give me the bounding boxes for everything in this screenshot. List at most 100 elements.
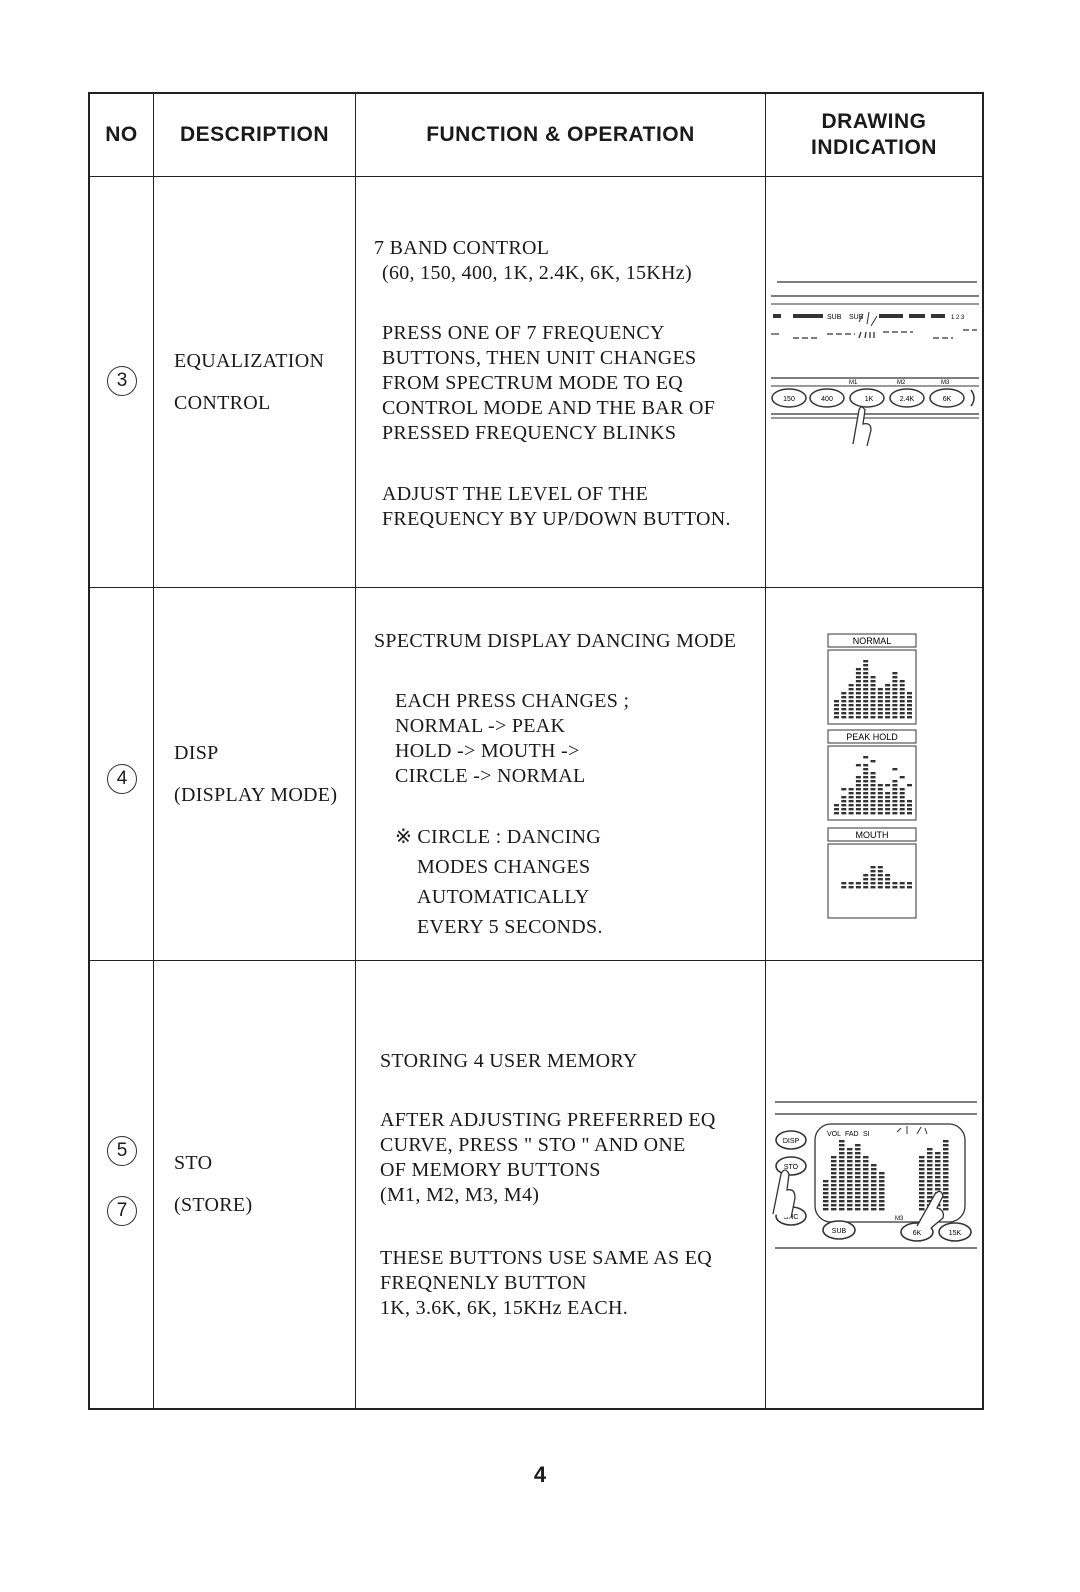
spectrum-segment xyxy=(943,1196,949,1199)
spectrum-segment xyxy=(892,680,898,683)
button-label: DISP xyxy=(783,1138,800,1145)
eq-button-edge xyxy=(970,389,975,407)
spectrum-segment xyxy=(879,1200,885,1203)
spectrum-segment xyxy=(841,882,847,885)
spectrum-segment xyxy=(848,796,854,799)
spectrum-segment xyxy=(841,796,847,799)
function-line: NORMAL -> PEAK xyxy=(395,715,566,737)
description-line: STO xyxy=(174,1152,213,1174)
15k-button xyxy=(938,1222,972,1242)
spectrum-segment xyxy=(823,1188,829,1191)
row-number: 5 7 xyxy=(90,1136,154,1226)
display-segment xyxy=(909,314,925,318)
spectrum-segment xyxy=(935,1172,941,1175)
spectrum-segment xyxy=(899,800,905,803)
button-label: STO xyxy=(784,1164,799,1171)
spectrum-segment xyxy=(848,688,854,691)
spectrum-segment xyxy=(907,886,912,889)
spectrum-segment xyxy=(848,804,854,807)
6k-button xyxy=(900,1222,934,1242)
spectrum-segment xyxy=(885,704,891,707)
spectrum-segment xyxy=(877,696,883,699)
spectrum-segment xyxy=(919,1164,925,1167)
spectrum-segment xyxy=(877,700,883,703)
peak-segment xyxy=(892,768,898,771)
spectrum-segment xyxy=(892,812,898,815)
spectrum-segment xyxy=(841,704,847,707)
spectrum-segment xyxy=(871,1184,877,1187)
spectrum-segment xyxy=(877,688,883,691)
spectrum-segment xyxy=(907,708,912,711)
spectrum-segment xyxy=(863,668,869,671)
spectrum-segment xyxy=(927,1156,933,1159)
spectrum-segment xyxy=(885,696,891,699)
function-line: FREQUENCY BY UP/DOWN BUTTON. xyxy=(382,508,731,530)
function-line: CONTROL MODE AND THE BAR OF xyxy=(382,397,716,419)
spectrum-segment xyxy=(919,1168,925,1171)
spectrum-segment xyxy=(841,692,847,695)
button-label: 6K xyxy=(913,1230,922,1237)
spectrum-segment xyxy=(885,796,891,799)
spectrum-segment xyxy=(839,1196,845,1199)
spectrum-segment xyxy=(847,1184,853,1187)
spectrum-segment xyxy=(879,1192,885,1195)
spectrum-segment xyxy=(855,700,861,703)
spectrum-segment xyxy=(907,800,912,803)
peak-segment xyxy=(899,776,905,779)
function-line: EACH PRESS CHANGES ; xyxy=(395,690,630,712)
spectrum-segment xyxy=(855,1176,861,1179)
spectrum-segment xyxy=(935,1188,941,1191)
spectrum-segment xyxy=(943,1208,949,1211)
spectrum-segment xyxy=(848,684,854,687)
spectrum-segment xyxy=(899,796,905,799)
spectrum-segment xyxy=(847,1160,853,1163)
spectrum-segment xyxy=(863,1176,869,1179)
spectrum-segment xyxy=(892,784,898,787)
spectrum-segment xyxy=(847,1200,853,1203)
spectrum-segment xyxy=(899,812,905,815)
spectrum-segment xyxy=(831,1164,837,1167)
spectrum-segment xyxy=(863,1204,869,1207)
peak-segment xyxy=(885,784,891,787)
spectrum-segment xyxy=(943,1148,949,1151)
spectrum-segment xyxy=(831,1196,837,1199)
spectrum-segment xyxy=(839,1152,845,1155)
mode-label-box xyxy=(827,633,917,648)
spectrum-segment xyxy=(871,1172,877,1175)
spectrum-segment xyxy=(839,1184,845,1187)
spectrum-segment xyxy=(847,1176,853,1179)
hand-pointer-icon xyxy=(916,1190,945,1229)
spectrum-segment xyxy=(899,692,905,695)
display-segment xyxy=(773,314,781,318)
spectrum-segment xyxy=(855,1188,861,1191)
spectrum-segment xyxy=(927,1188,933,1191)
spectrum-segment xyxy=(879,1180,885,1183)
spectrum-segment xyxy=(919,1176,925,1179)
description-line: CONTROL xyxy=(174,392,271,414)
spectrum-segment xyxy=(831,1208,837,1211)
spectrum-segment xyxy=(841,886,847,889)
spectrum-segment xyxy=(831,1200,837,1203)
spectrum-segment xyxy=(919,1188,925,1191)
function-line: (M1, M2, M3, M4) xyxy=(380,1184,540,1206)
spectrum-segment xyxy=(831,1188,837,1191)
spectrum-segment xyxy=(855,692,861,695)
eq-bar xyxy=(858,331,875,339)
display-window xyxy=(814,1123,966,1223)
spectrum-segment xyxy=(831,1204,837,1207)
spectrum-segment xyxy=(927,1200,933,1203)
spectrum-segment xyxy=(877,886,883,889)
spectrum-segment xyxy=(943,1176,949,1179)
spectrum-segment xyxy=(863,784,869,787)
spectrum-segment xyxy=(863,808,869,811)
spectrum-segment xyxy=(943,1192,949,1195)
spectrum-segment xyxy=(870,716,876,719)
row-description: DISP (DISPLAY MODE) xyxy=(174,732,337,816)
eq-button-row: 150 400 1K 2.4K 6K xyxy=(771,388,975,408)
mode-label-normal: NORMAL xyxy=(853,636,892,646)
display-segment xyxy=(793,314,823,318)
row-description: STO (STORE) xyxy=(174,1142,252,1226)
spectrum-segment xyxy=(847,1180,853,1183)
spectrum-segment xyxy=(877,712,883,715)
spectrum-segment xyxy=(907,808,912,811)
